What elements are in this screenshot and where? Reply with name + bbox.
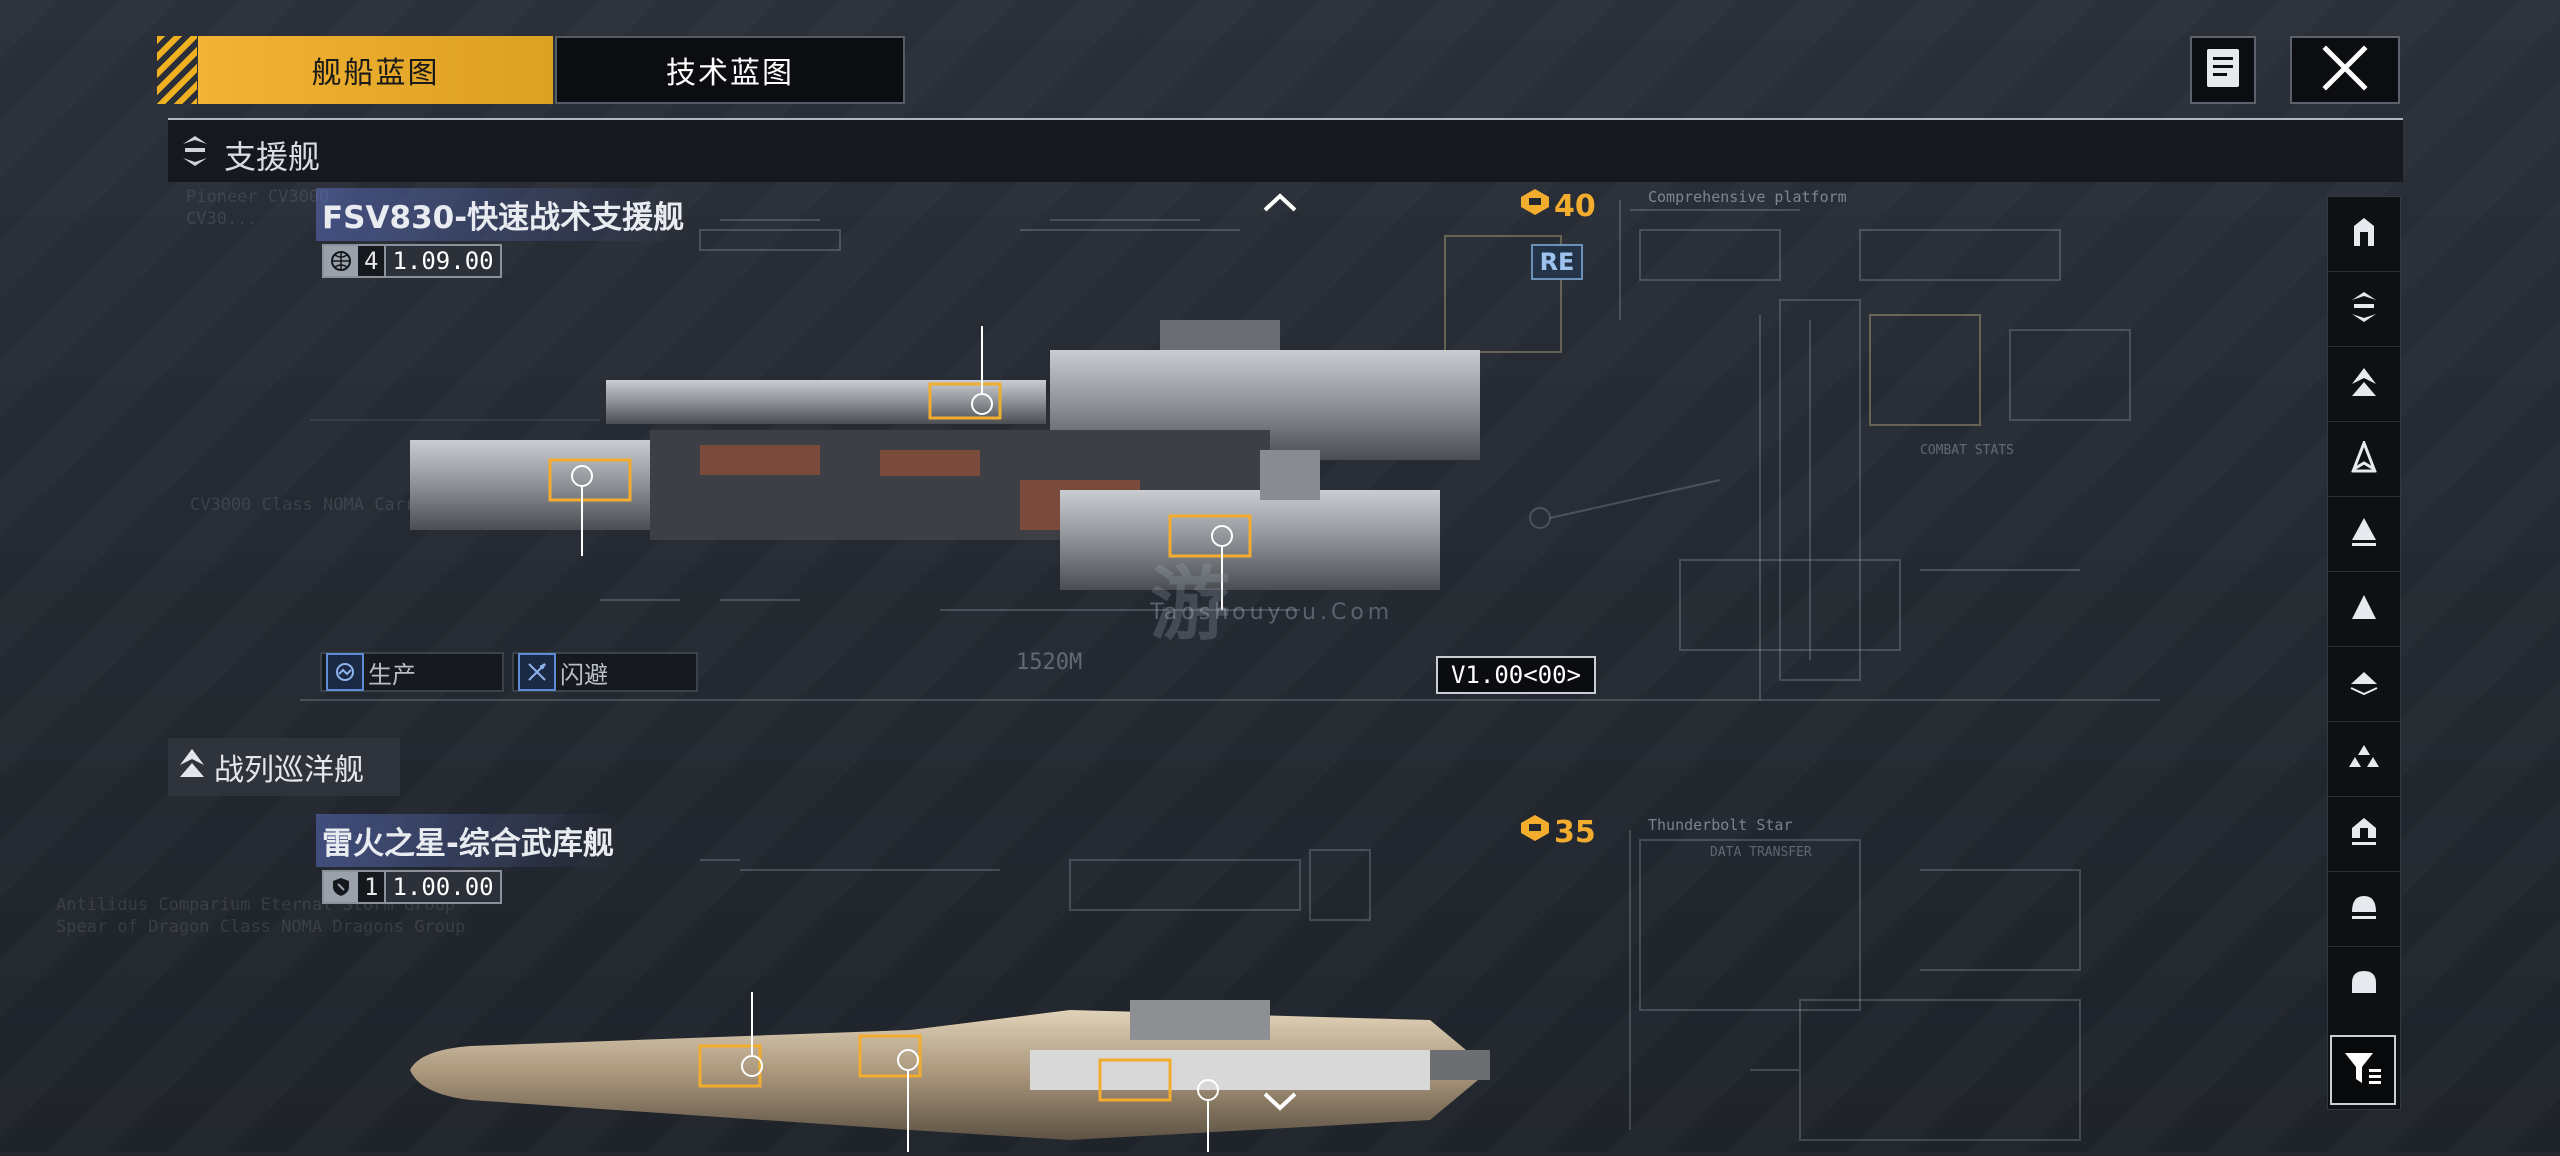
card1-blueprint-lines (300, 180, 2200, 720)
capsule-class-icon (2349, 967, 2379, 1001)
sidebar-item-cruiser[interactable] (2328, 422, 2400, 497)
card1-stat-level: 4 (364, 247, 379, 275)
card1-stat-badge: 4 1.09.00 (322, 244, 502, 278)
card1-attr-production[interactable]: 生产 (320, 652, 504, 692)
watermark-url: Taoshouyou.Com (1150, 600, 1394, 625)
support-class-icon (2349, 290, 2379, 328)
shield-icon (324, 872, 358, 902)
card2-stat-level: 1 (364, 873, 379, 901)
chevron-down-icon (1262, 1092, 1298, 1118)
sidebar-item-battlecruiser[interactable] (2328, 347, 2400, 422)
close-icon (2322, 45, 2368, 95)
watermark: 游 (1150, 558, 1230, 651)
document-icon (2205, 47, 2241, 93)
tab-tech-blueprint[interactable]: 技术蓝图 (555, 36, 905, 104)
card2-ship-image[interactable] (410, 990, 1510, 1156)
sidebar-item-corvette[interactable] (2328, 647, 2400, 722)
battlecruiser-class-icon (178, 747, 206, 787)
filter-button[interactable] (2330, 1035, 2396, 1105)
frigate-class-icon (2350, 591, 2378, 627)
card1-ship-title[interactable]: FSV830-快速战术支援舰 (316, 188, 691, 241)
card1-ship-image[interactable] (400, 320, 1480, 614)
card1-length: 1520M (1016, 650, 1083, 675)
dome-class-icon (2349, 892, 2379, 926)
card2-panel-sub: DATA TRANSFER (1710, 845, 1812, 860)
sidebar-item-support[interactable] (2328, 272, 2400, 347)
scroll-down-button[interactable] (1262, 1090, 1298, 1118)
class-filter-sidebar (2327, 196, 2401, 1110)
category-title: 支援舰 (224, 138, 321, 176)
filter-icon (2343, 1049, 2383, 1091)
card2-ship-title[interactable]: 雷火之星-综合武库舰 (316, 814, 620, 867)
tab-stripe-decoration (157, 36, 197, 104)
card1-panel-sub: COMBAT STATS (1920, 443, 2014, 458)
card1-re-badge: RE (1531, 244, 1583, 280)
card2-panel-title: Thunderbolt Star (1648, 816, 1793, 834)
tab-ship-blueprint[interactable]: 舰船蓝图 (198, 36, 553, 104)
bg-text-left-top: Pioneer CV3000 CV30... (186, 187, 330, 229)
sidebar-item-fighter[interactable] (2328, 722, 2400, 797)
card1-version: V1.00<00> (1436, 656, 1596, 694)
card1-panel-title: Comprehensive platform (1648, 188, 1847, 206)
station-class-icon (2349, 816, 2379, 852)
fighter-class-icon (2349, 743, 2379, 775)
card1-stat-value: 1.09.00 (384, 246, 500, 276)
sidebar-item-station[interactable] (2328, 797, 2400, 872)
battlecruiser-class-icon (2350, 366, 2378, 402)
card2-cost-value: 35 (1554, 814, 1596, 850)
section-battlecruiser[interactable]: 战列巡洋舰 (168, 738, 400, 796)
sidebar-item-destroyer[interactable] (2328, 497, 2400, 572)
card1-cost-value: 40 (1554, 188, 1596, 224)
sidebar-item-carrier[interactable] (2328, 197, 2400, 272)
card2-blueprint-lines (219, 810, 2200, 1154)
cost-currency-icon (1520, 188, 1550, 224)
header-divider (168, 118, 2403, 120)
card1-attr-evasion[interactable]: 闪避 (512, 652, 698, 692)
chevron-up-icon (1262, 190, 1298, 218)
category-header: 支援舰 (168, 120, 2403, 182)
sidebar-item-capsule[interactable] (2328, 947, 2400, 1021)
support-class-icon (180, 134, 210, 172)
notes-button[interactable] (2190, 36, 2256, 104)
card1-attr-production-label: 生产 (368, 660, 416, 689)
collapse-up-button[interactable] (1262, 190, 1298, 218)
destroyer-class-icon (2350, 516, 2378, 552)
close-button[interactable] (2290, 36, 2400, 104)
corvette-class-icon (2349, 668, 2379, 700)
card2-cost: 35 (1520, 814, 1596, 850)
card2-stat-badge: 1 1.00.00 (322, 870, 502, 904)
cost-currency-icon (1520, 814, 1550, 850)
evasion-icon (518, 653, 556, 691)
sidebar-item-frigate[interactable] (2328, 572, 2400, 647)
production-icon (326, 653, 364, 691)
cruiser-class-icon (2350, 438, 2378, 477)
globe-icon (324, 246, 358, 276)
carrier-class-icon (2350, 216, 2378, 252)
sidebar-item-dome[interactable] (2328, 872, 2400, 947)
card2-stat-value: 1.00.00 (384, 872, 500, 902)
card1-cost: 40 (1520, 188, 1596, 224)
section-battlecruiser-label: 战列巡洋舰 (214, 753, 364, 788)
card1-attr-evasion-label: 闪避 (560, 660, 608, 689)
